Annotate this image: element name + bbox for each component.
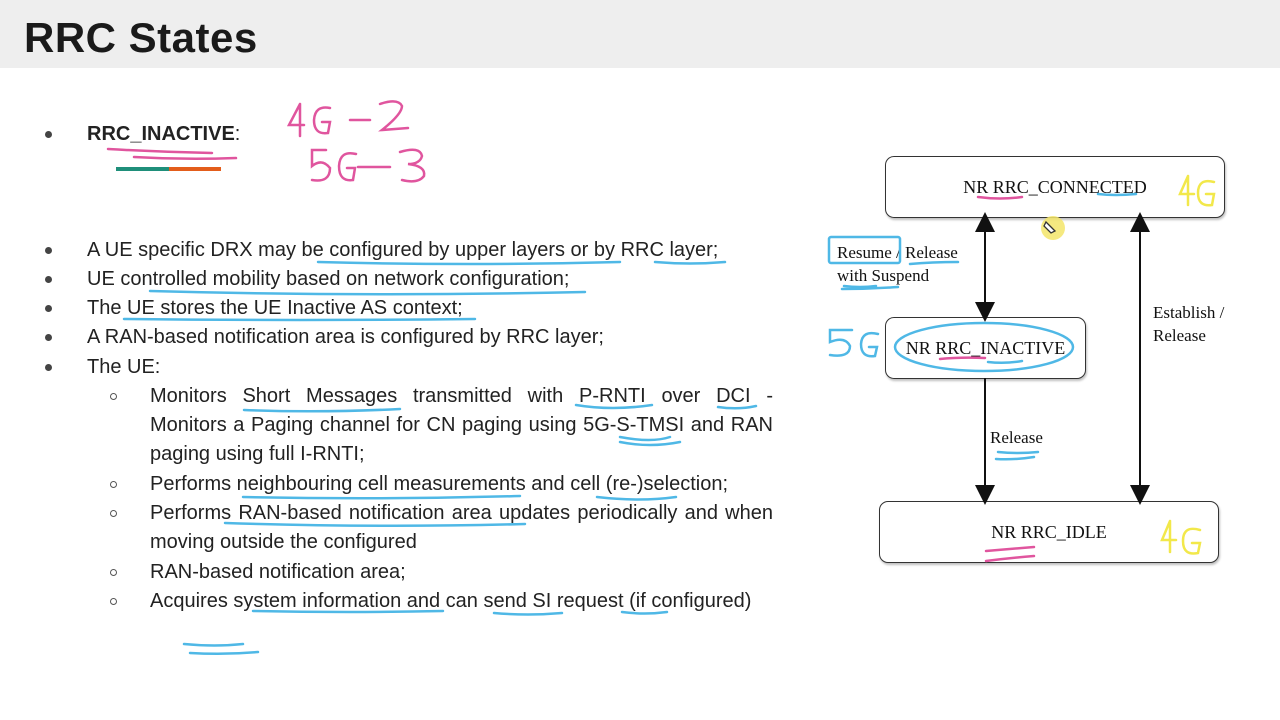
- accent-bar-orange: [169, 167, 221, 171]
- sub-bullet-circle: [110, 481, 117, 488]
- sub-bullet-circle: [110, 393, 117, 400]
- state-rrc-idle-label: NR RRC_IDLE: [991, 521, 1107, 542]
- bullet-dot: [45, 334, 52, 341]
- transition-label-resume: Resume / Release with Suspend: [837, 241, 958, 287]
- bullet-item: A UE specific DRX may be configured by u…: [87, 239, 719, 261]
- pen-cursor-icon: [1041, 216, 1065, 240]
- heading-label: RRC_INACTIVE: [87, 123, 235, 145]
- state-rrc-inactive: NR RRC_INACTIVE: [885, 317, 1086, 379]
- sub-bullet-item: RAN-based notification area;: [150, 561, 406, 583]
- bullet-dot: [45, 247, 52, 254]
- resume-label-line2: with Suspend: [837, 266, 930, 285]
- sub-bullet-circle: [110, 510, 117, 517]
- bullet-dot: [45, 305, 52, 312]
- sub-bullet-item: Performs RAN-based notification area upd…: [150, 502, 773, 553]
- bullet-dot: [45, 276, 52, 283]
- title-bar: RRC States: [0, 0, 1280, 68]
- establish-label-line1: Establish /: [1153, 303, 1225, 322]
- bullet-item: UE controlled mobility based on network …: [87, 268, 570, 290]
- state-rrc-idle: NR RRC_IDLE: [879, 501, 1219, 563]
- sub-bullet-circle: [110, 569, 117, 576]
- establish-label-line2: Release: [1153, 326, 1206, 345]
- bullet-dot: [45, 364, 52, 371]
- accent-bar-teal: [116, 167, 169, 171]
- heading-colon: :: [234, 123, 241, 145]
- bullet-item: A RAN-based notification area is configu…: [87, 326, 604, 348]
- transition-label-establish: Establish / Release: [1153, 301, 1224, 347]
- section-heading: RRC_INACTIVE:: [87, 122, 240, 146]
- sub-bullet-item: Acquires system information and can send…: [150, 590, 752, 612]
- yellow-ink-marks: [1160, 174, 1216, 555]
- resume-label-line1: Resume / Release: [837, 243, 958, 262]
- sub-bullet-circle: [110, 598, 117, 605]
- state-rrc-connected: NR RRC_CONNECTED: [885, 156, 1225, 218]
- sub-bullet-item: Performs neighbouring cell measurements …: [150, 473, 729, 495]
- sub-bullet-item: Monitors Short Messages transmitted with…: [150, 385, 773, 465]
- bullet-item: The UE:: [87, 356, 161, 378]
- bullet-dot: [45, 131, 52, 138]
- state-rrc-inactive-label: NR RRC_INACTIVE: [905, 337, 1066, 358]
- state-rrc-connected-label: NR RRC_CONNECTED: [963, 176, 1147, 197]
- slide-title: RRC States: [24, 14, 258, 61]
- bullet-item: The UE stores the UE Inactive AS context…: [87, 297, 463, 319]
- handwriting-generations: [286, 100, 426, 183]
- transition-label-release: Release: [990, 428, 1043, 447]
